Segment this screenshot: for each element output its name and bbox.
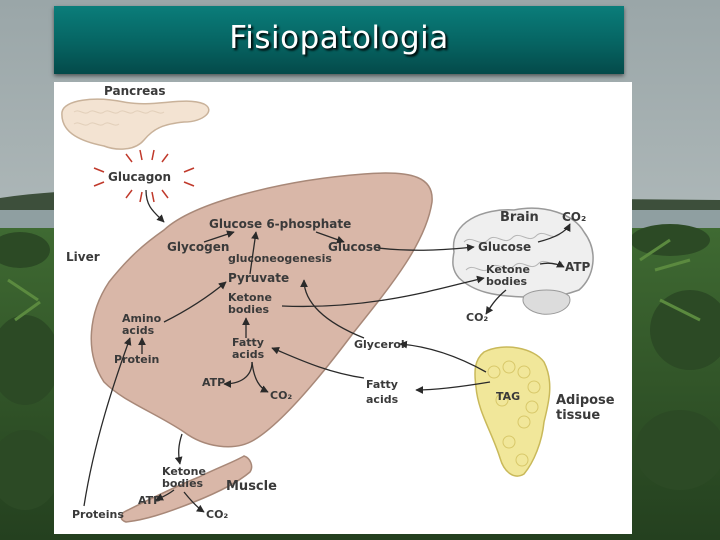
arrow-tag-to-fatty [415,381,491,394]
brain-atp-label: ATP [565,260,591,274]
liver-label: Liver [66,250,100,264]
pancreas-label: Pancreas [104,84,166,98]
adipose-fatty-label-line2: acids [366,393,399,406]
glucagon-rays [93,149,195,203]
muscle-ketone-label-line2: bodies [162,477,204,490]
muscle-proteins-label: Proteins [72,508,124,521]
brain-folds [463,232,563,272]
arrow-brain-to-atp [539,260,565,268]
liver-atp-label: ATP [202,376,225,389]
muscle-label: Muscle [226,479,277,494]
glucagon-label: Glucagon [108,170,171,184]
adipose-label-line1: Adipose [556,393,615,408]
arrow-muscle-to-co2 [183,491,205,513]
arrow-liver-glucose-to-brain [377,243,475,252]
liver-fatty-label-line2: acids [232,348,265,361]
pancreas-texture [73,110,165,126]
liver-amino-label-line1: Amino [122,312,162,325]
arrow-fatty-to-co2 [251,361,269,393]
adipose-fatty-label-line1: Fatty [366,378,398,391]
liver-glucose-label: Glucose [328,240,381,254]
muscle-atp-label: ATP [138,494,161,507]
arrow-pyruvate-to-g6p [249,231,259,275]
brain-ketone-label-line2: bodies [486,275,528,288]
brain-glucose-label: Glucose [478,240,531,254]
adipose-organ [474,346,551,477]
arrow-g6p-to-glucose [315,231,345,244]
liver-co2-label: CO₂ [270,389,292,402]
arrow-tag-to-glycerol [399,340,487,373]
liver-organ [90,172,433,448]
arrow-fatty-to-atp [223,361,253,388]
metabolism-diagram: Pancreas Glucagon Liver Brain Adipose ti… [54,82,632,534]
adipose-tag-label: TAG [496,390,520,403]
adipose-texture [487,360,541,467]
arrow-glucagon-to-liver [145,189,165,223]
liver-ketone-label-line2: bodies [228,303,270,316]
muscle-ketone-label-line1: Ketone [162,465,206,478]
brain-co2-top-label: CO₂ [562,210,586,224]
brain-co2-bottom-label: CO₂ [466,311,488,324]
arrow-glycogen-to-g6p [203,230,235,243]
arrow-glycerol-to-pyruvate [300,279,365,339]
adipose-label-line2: tissue [556,408,600,423]
muscle-co2-label: CO₂ [206,508,228,521]
liver-ketone-label-line1: Ketone [228,291,272,304]
adipose-glycerol-label: Glycerol [354,338,405,351]
liver-fatty-label-line1: Fatty [232,336,264,349]
slide-title: Fisiopatologia [229,20,449,56]
cerebellum [522,289,571,315]
pancreas-organ [61,98,210,150]
slide-title-bar: Fisiopatologia [54,6,624,74]
muscle-organ [120,455,253,523]
brain-label: Brain [500,210,539,225]
liver-amino-label-line2: acids [122,324,155,337]
brain-organ [452,207,594,299]
pathway-arrows [83,189,571,513]
brain-ketone-label-line1: Ketone [486,263,530,276]
arrow-muscle-to-atp [155,489,175,501]
liver-protein-label: Protein [114,353,159,366]
arrow-adipose-fatty-to-liver [271,347,365,379]
arrow-proteins-to-amino [83,337,132,507]
gluconeogenesis-label: gluconeogenesis [228,252,332,265]
arrow-liver-ketone-to-muscle [174,433,183,465]
arrow-amino-to-pyruvate [163,281,227,323]
arrow-brain-ketone-to-co2 [485,289,507,315]
liver-glycogen-label: Glycogen [167,240,229,254]
liver-g6p-label: Glucose 6-phosphate [209,217,351,231]
liver-pyruvate-label: Pyruvate [228,271,289,285]
arrow-brain-glucose-to-co2-top [537,223,571,243]
